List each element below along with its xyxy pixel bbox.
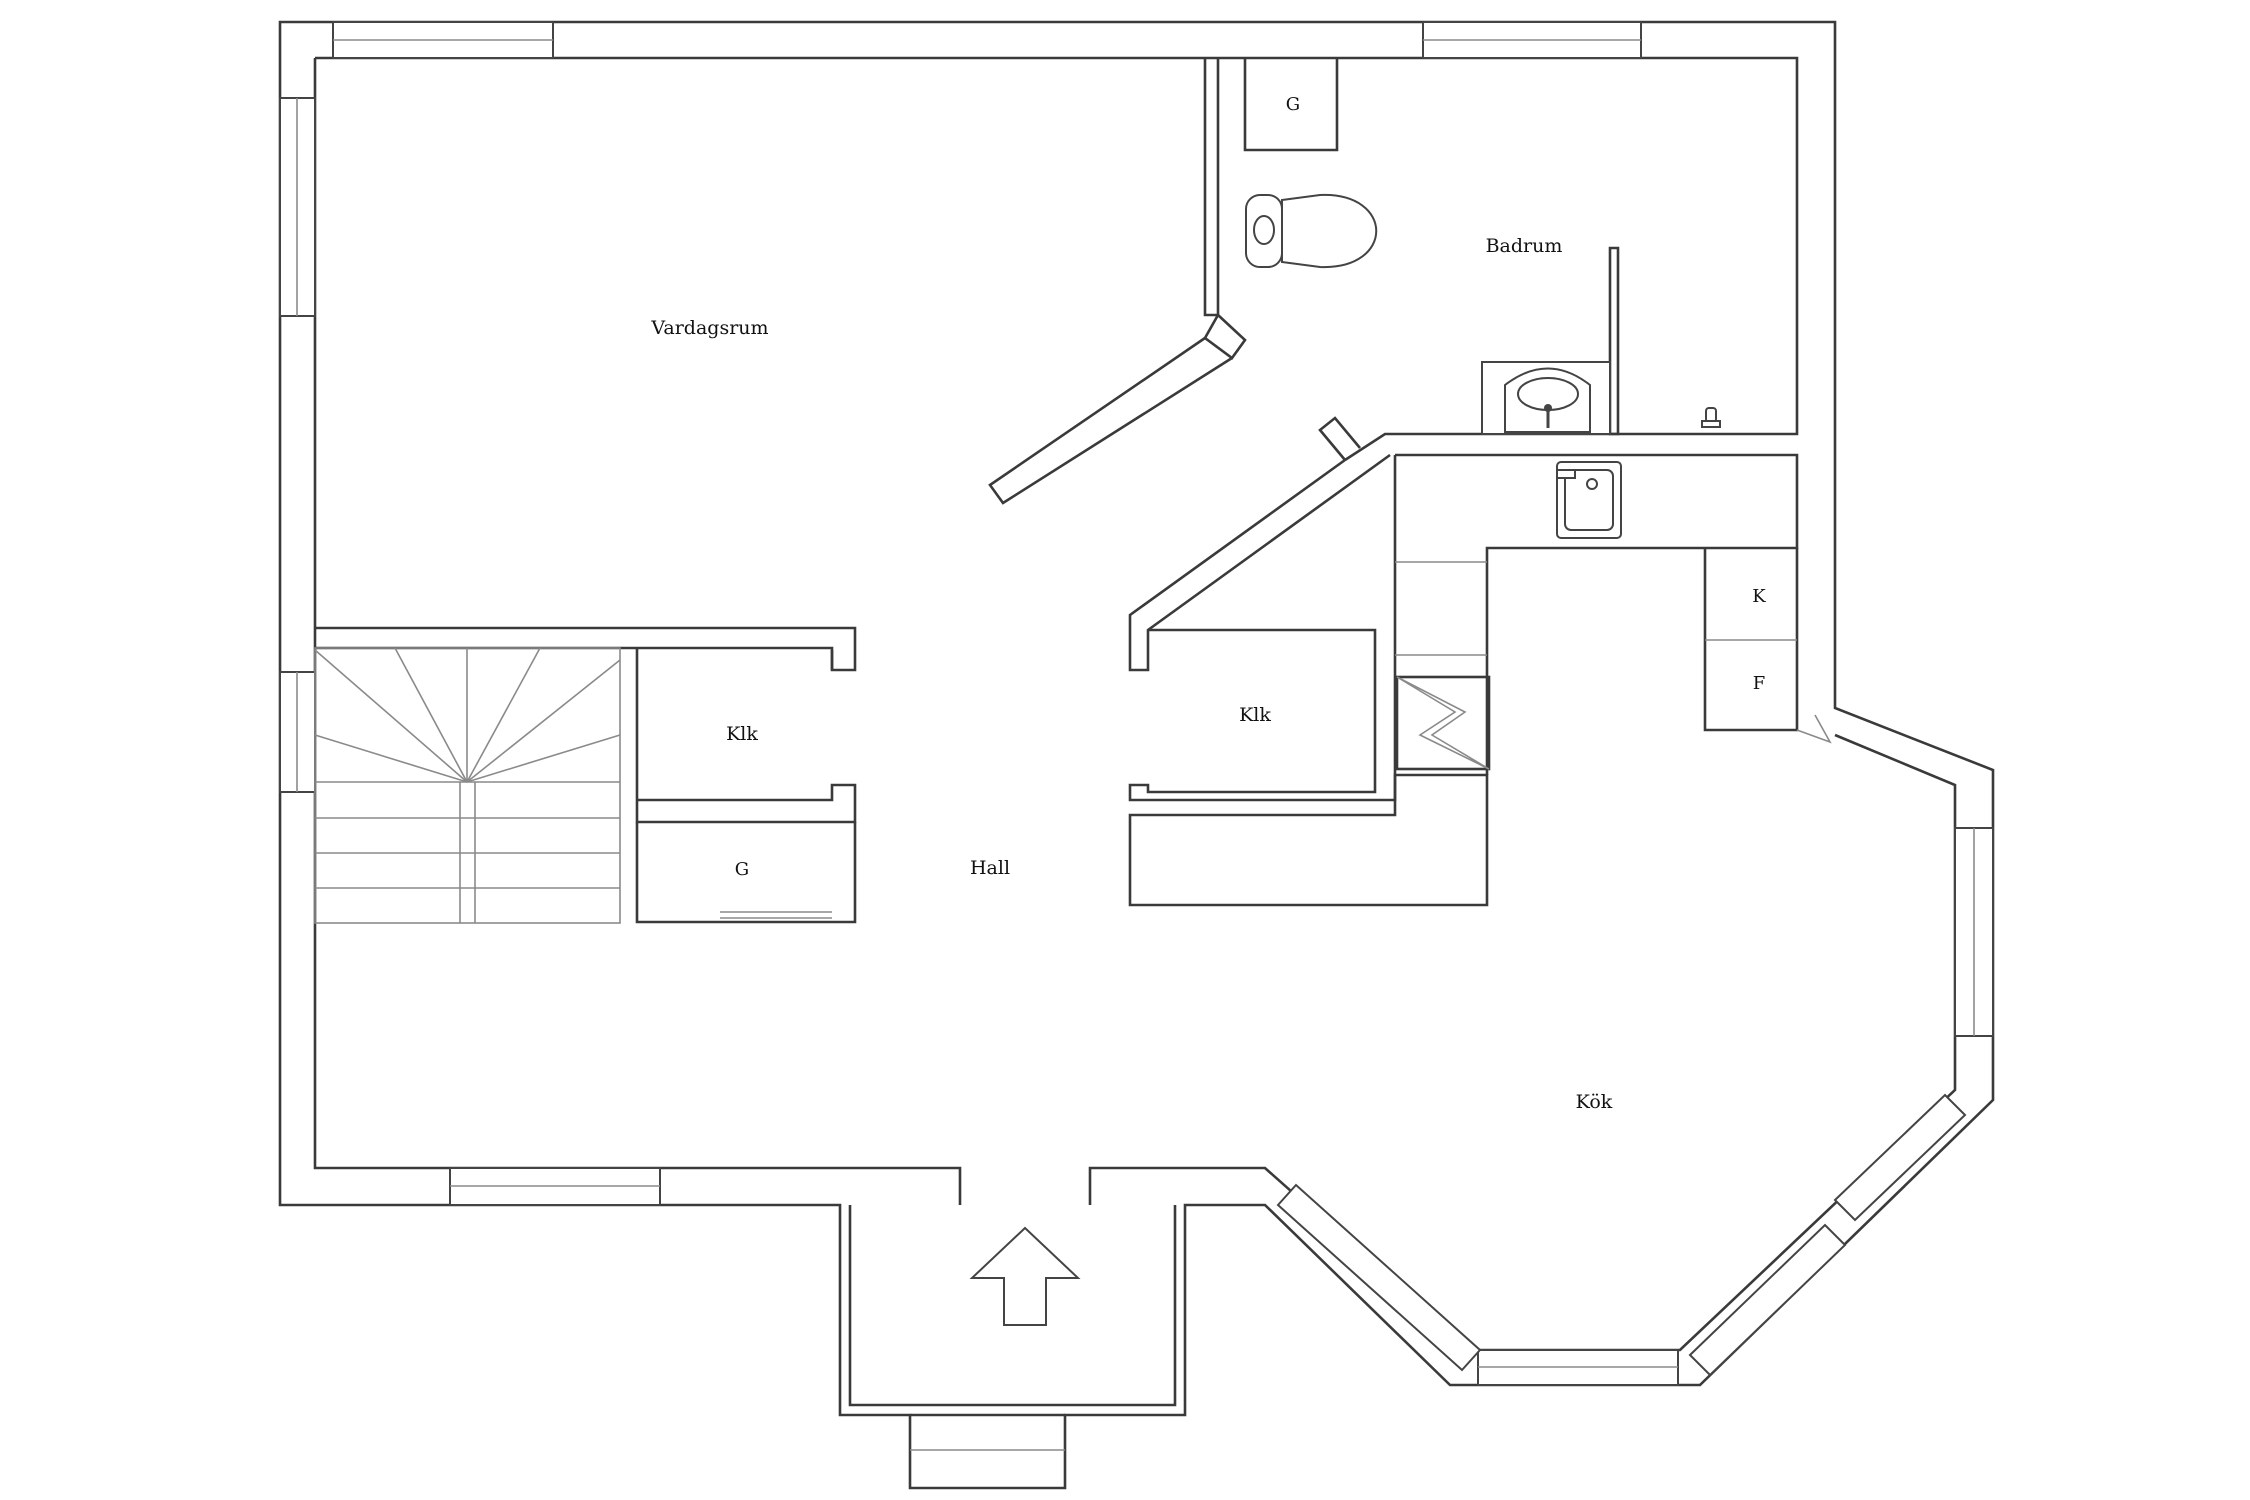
- room-label-klk-right: Klk: [1239, 704, 1271, 726]
- washbasin-icon: [1481, 361, 1611, 435]
- staircase-icon: [314, 647, 621, 924]
- room-label-kok: Kök: [1576, 1091, 1613, 1113]
- exterior-walls: [278, 20, 1995, 1490]
- stove-icon: [1395, 675, 1491, 771]
- faucet-icon: [1701, 407, 1721, 428]
- label-f-freezer: F: [1753, 673, 1766, 694]
- label-g-hall: G: [735, 859, 749, 880]
- label-g-bath: G: [1286, 94, 1300, 115]
- label-k-fridge: K: [1752, 586, 1766, 607]
- room-label-vardagsrum: Vardagsrum: [650, 317, 768, 339]
- room-label-hall: Hall: [970, 857, 1010, 879]
- entrance-arrow-icon: [969, 1226, 1081, 1326]
- windows: [279, 21, 1994, 1386]
- toilet-icon: [1245, 193, 1378, 269]
- interior-walls: [315, 58, 1832, 924]
- kitchen-sink-icon: [1556, 461, 1622, 539]
- room-label-klk-left: Klk: [726, 723, 758, 745]
- room-label-badrum: Badrum: [1486, 235, 1563, 257]
